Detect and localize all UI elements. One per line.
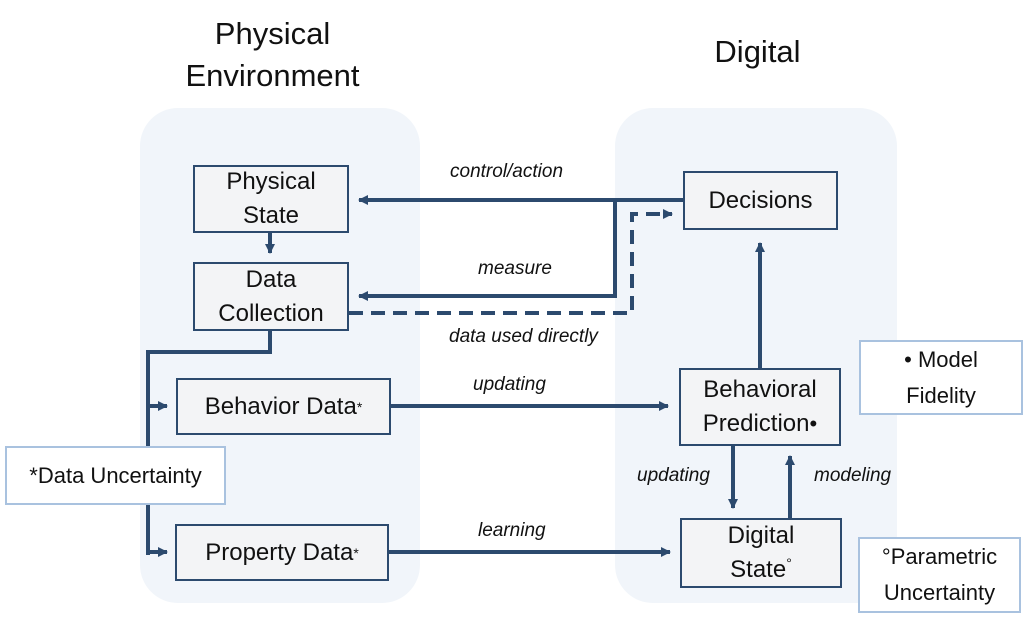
node-line: State: [242, 202, 300, 229]
decisions-node: Decisions: [683, 171, 838, 230]
digital-state-node: Digital State°: [680, 518, 842, 588]
label-measure: measure: [478, 258, 552, 279]
node-line: Digital: [727, 522, 795, 549]
node-line: Behavioral: [703, 376, 817, 403]
property-data-node: Property Data*: [175, 524, 389, 581]
physical-state-node: Physical State: [193, 165, 349, 233]
heading-line: Environment: [185, 58, 360, 93]
label-control-action: control/action: [450, 161, 564, 182]
legend-line: °Parametric: [881, 544, 998, 569]
data-uncertainty-legend: *Data Uncertainty: [5, 446, 226, 505]
digital-heading: Digital: [714, 34, 801, 69]
legend-line: Uncertainty: [883, 580, 996, 605]
parametric-uncertainty-legend: °Parametric Uncertainty: [858, 537, 1021, 613]
node-line: Prediction: [702, 410, 810, 437]
label-learning: learning: [478, 520, 546, 541]
arrow-data-used-directly: [349, 209, 673, 315]
node-line: State: [730, 556, 787, 583]
heading-line: Physical: [214, 16, 331, 51]
model-fidelity-legend: • Model Fidelity: [859, 340, 1023, 415]
label-modeling: modeling: [814, 465, 892, 486]
label-updating-bottom: updating: [637, 465, 710, 486]
behavior-data-node: Behavior Data*: [176, 378, 391, 435]
legend-line: • Model: [904, 346, 978, 372]
label-updating-top: updating: [473, 374, 546, 395]
connector-data-collection-branch: [146, 330, 272, 555]
node-line: Data: [245, 265, 297, 293]
model-fidelity-mark: •: [809, 411, 818, 436]
legend-label: *Data Uncertainty: [29, 462, 202, 488]
label-data-used-directly: data used directly: [445, 326, 602, 348]
node-label: Property Data: [205, 538, 354, 566]
legend-line: Fidelity: [906, 382, 976, 408]
data-collection-node: Data Collection: [193, 262, 349, 331]
arrow-measure: [358, 200, 617, 301]
physical-environment-heading: Physical Environment: [150, 16, 395, 94]
node-line: Physical: [226, 168, 316, 195]
node-label: Decisions: [708, 186, 813, 214]
behavioral-prediction-node: Behavioral Prediction•: [679, 368, 841, 446]
node-line: Collection: [218, 299, 324, 327]
parametric-uncertainty-mark: °: [786, 555, 792, 571]
node-label: Behavior Data: [204, 392, 357, 420]
